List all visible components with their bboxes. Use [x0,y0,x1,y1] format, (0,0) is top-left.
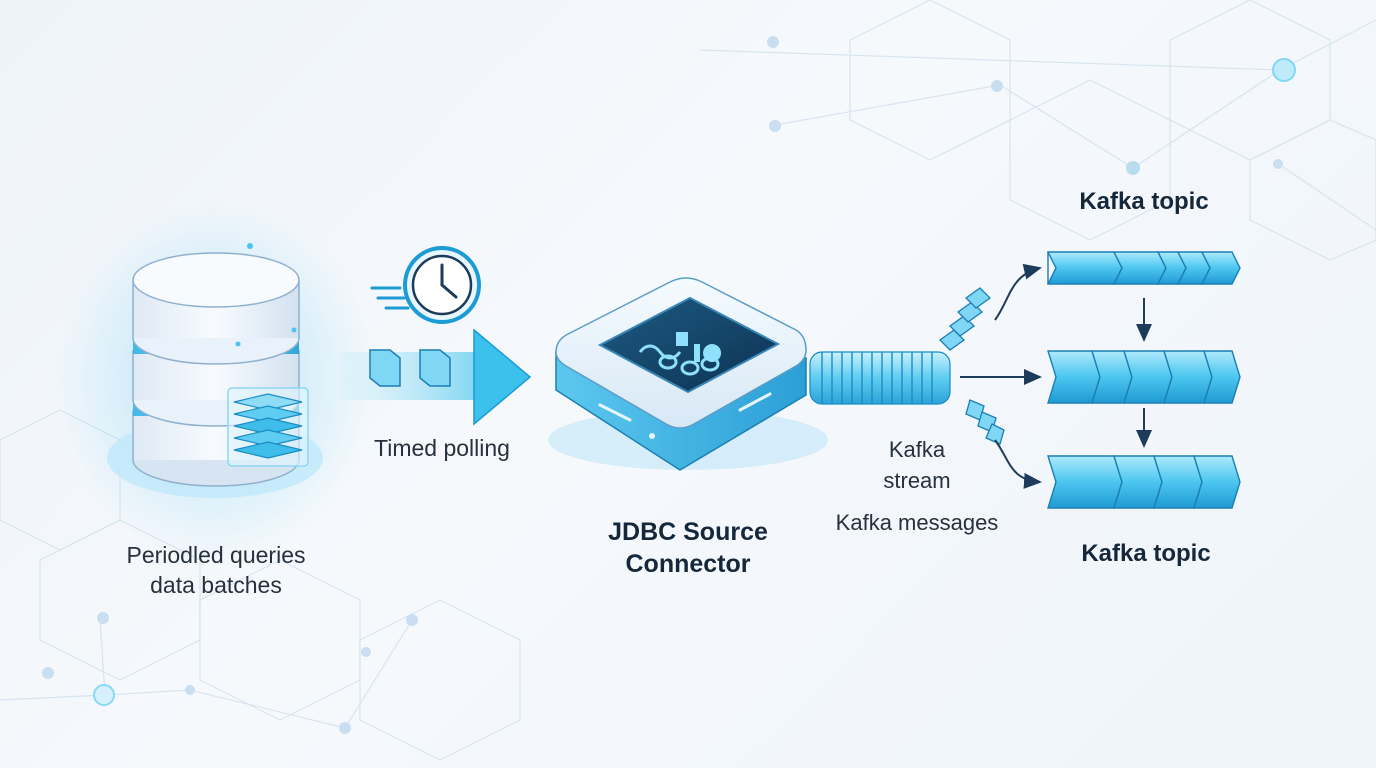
stream-coil [809,287,1005,445]
connector-title-line1: JDBC Source [608,518,768,546]
topic-arrows [960,263,1152,489]
kafka-topic-label-top: Kafka topic [1079,188,1209,215]
connector-chip-icon [548,277,828,471]
database-caption-line1: Periodled queries [126,542,306,568]
clock-icon [370,246,481,324]
database-icon [55,200,375,560]
kafka-topic-top [1046,251,1241,285]
stream-label-line2: stream [883,468,951,493]
kafka-messages-label: Kafka messages [835,510,999,535]
stream-label-line1: Kafka [888,437,946,462]
kafka-topic-label-bottom: Kafka topic [1081,540,1211,567]
polling-label: Timed polling [374,435,510,461]
connector-title-line2: Connector [625,550,751,578]
polling-arrow [340,328,532,426]
background-nodes [42,36,1296,734]
kafka-topic-bottom [1047,455,1241,509]
database-caption-line2: data batches [150,572,282,598]
kafka-topic-middle [1047,350,1241,404]
